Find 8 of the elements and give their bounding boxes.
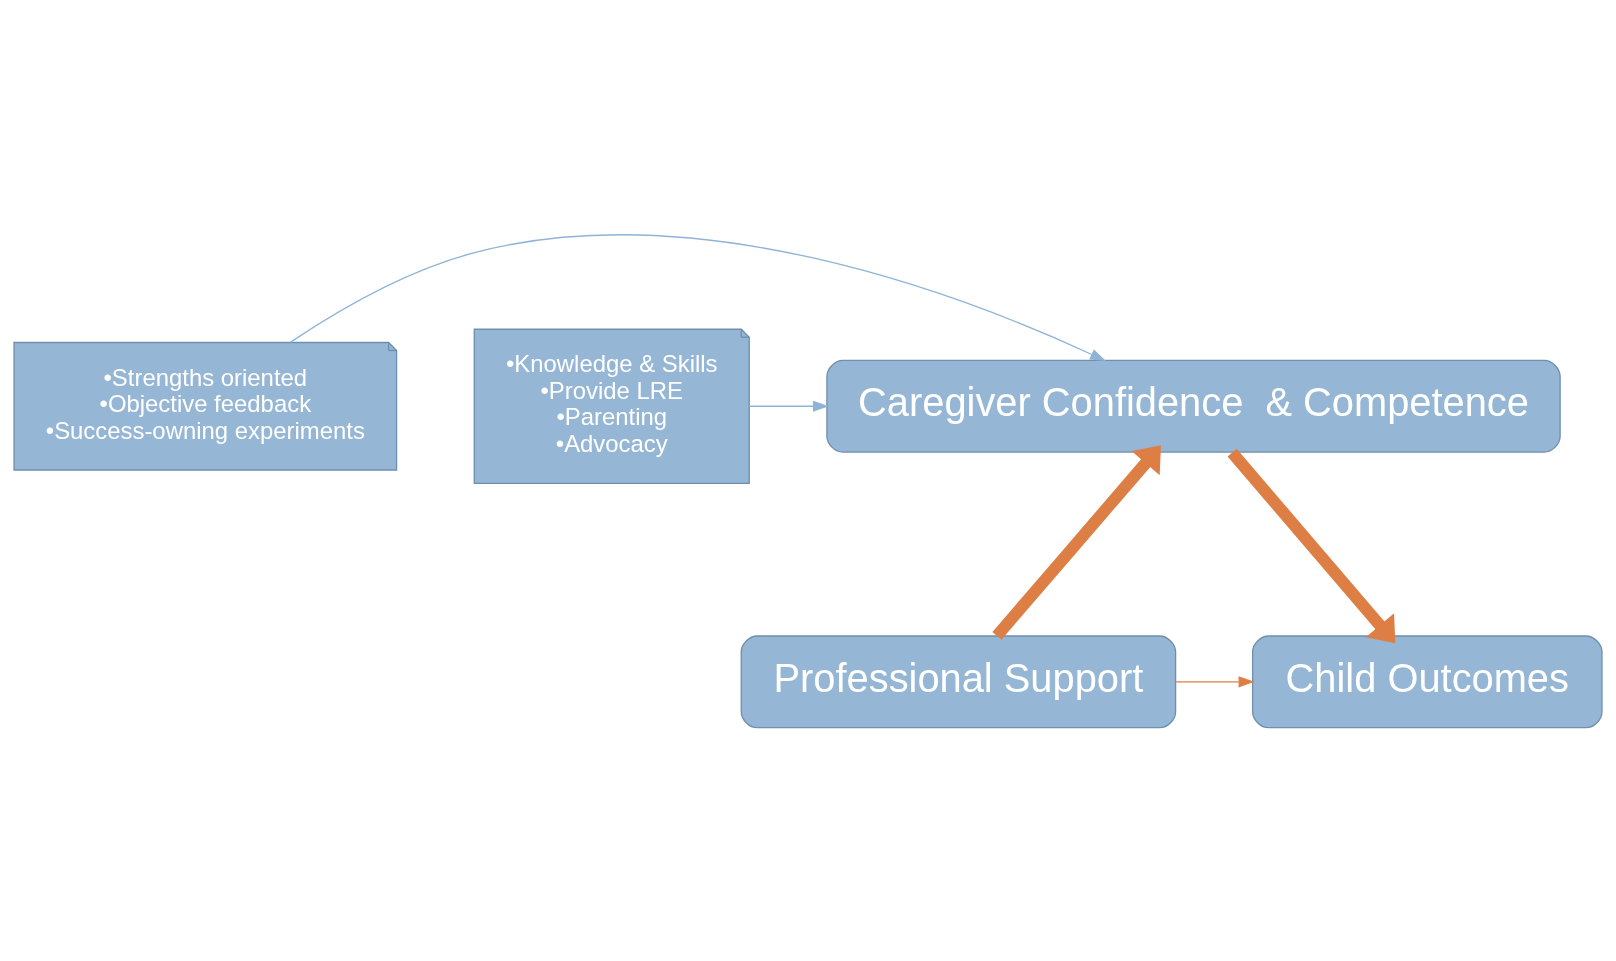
arrow <box>992 444 1161 640</box>
arrow <box>1227 448 1396 643</box>
arrow <box>748 400 829 412</box>
arrow <box>289 234 1106 361</box>
node-box: Caregiver Confidence & Competence <box>826 359 1561 453</box>
node-box: Child Outcomes <box>1251 634 1603 728</box>
node-box: Professional Support <box>740 634 1177 728</box>
arrow <box>1175 675 1255 687</box>
